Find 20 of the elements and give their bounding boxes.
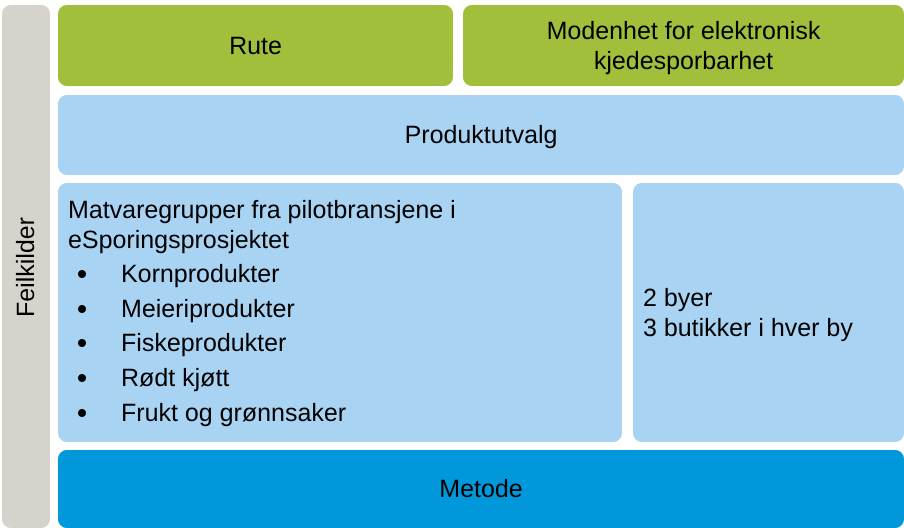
box-label: Produktutvalg	[404, 120, 558, 150]
box-label: Rute	[229, 30, 282, 60]
vertical-label: Feilkilder	[11, 216, 41, 317]
box-label: 3 butikker i hver by	[643, 312, 853, 342]
header-box	[58, 5, 453, 86]
bullet-item: Fiskeprodukter	[121, 328, 286, 358]
info-box	[633, 183, 904, 442]
bullet-item: Kornprodukter	[121, 259, 280, 290]
bullet-item: Rødt kjøtt	[121, 363, 230, 394]
list-box	[58, 183, 622, 442]
box-label: Modenhet for elektronisk kjedesporbarhet	[546, 16, 822, 76]
box-label: 2 byer	[643, 282, 712, 312]
header-box	[463, 5, 904, 86]
box-label: Metode	[439, 474, 523, 504]
band-box	[58, 95, 904, 175]
footer-band	[58, 450, 904, 528]
side-bar	[2, 5, 50, 528]
list-heading: Matvaregrupper fra pilotbransjene i eSporingsprosjektet	[68, 195, 457, 255]
bullet-item: Frukt og grønnsaker	[121, 398, 346, 428]
bullet-item: Meieriprodukter	[121, 294, 295, 324]
